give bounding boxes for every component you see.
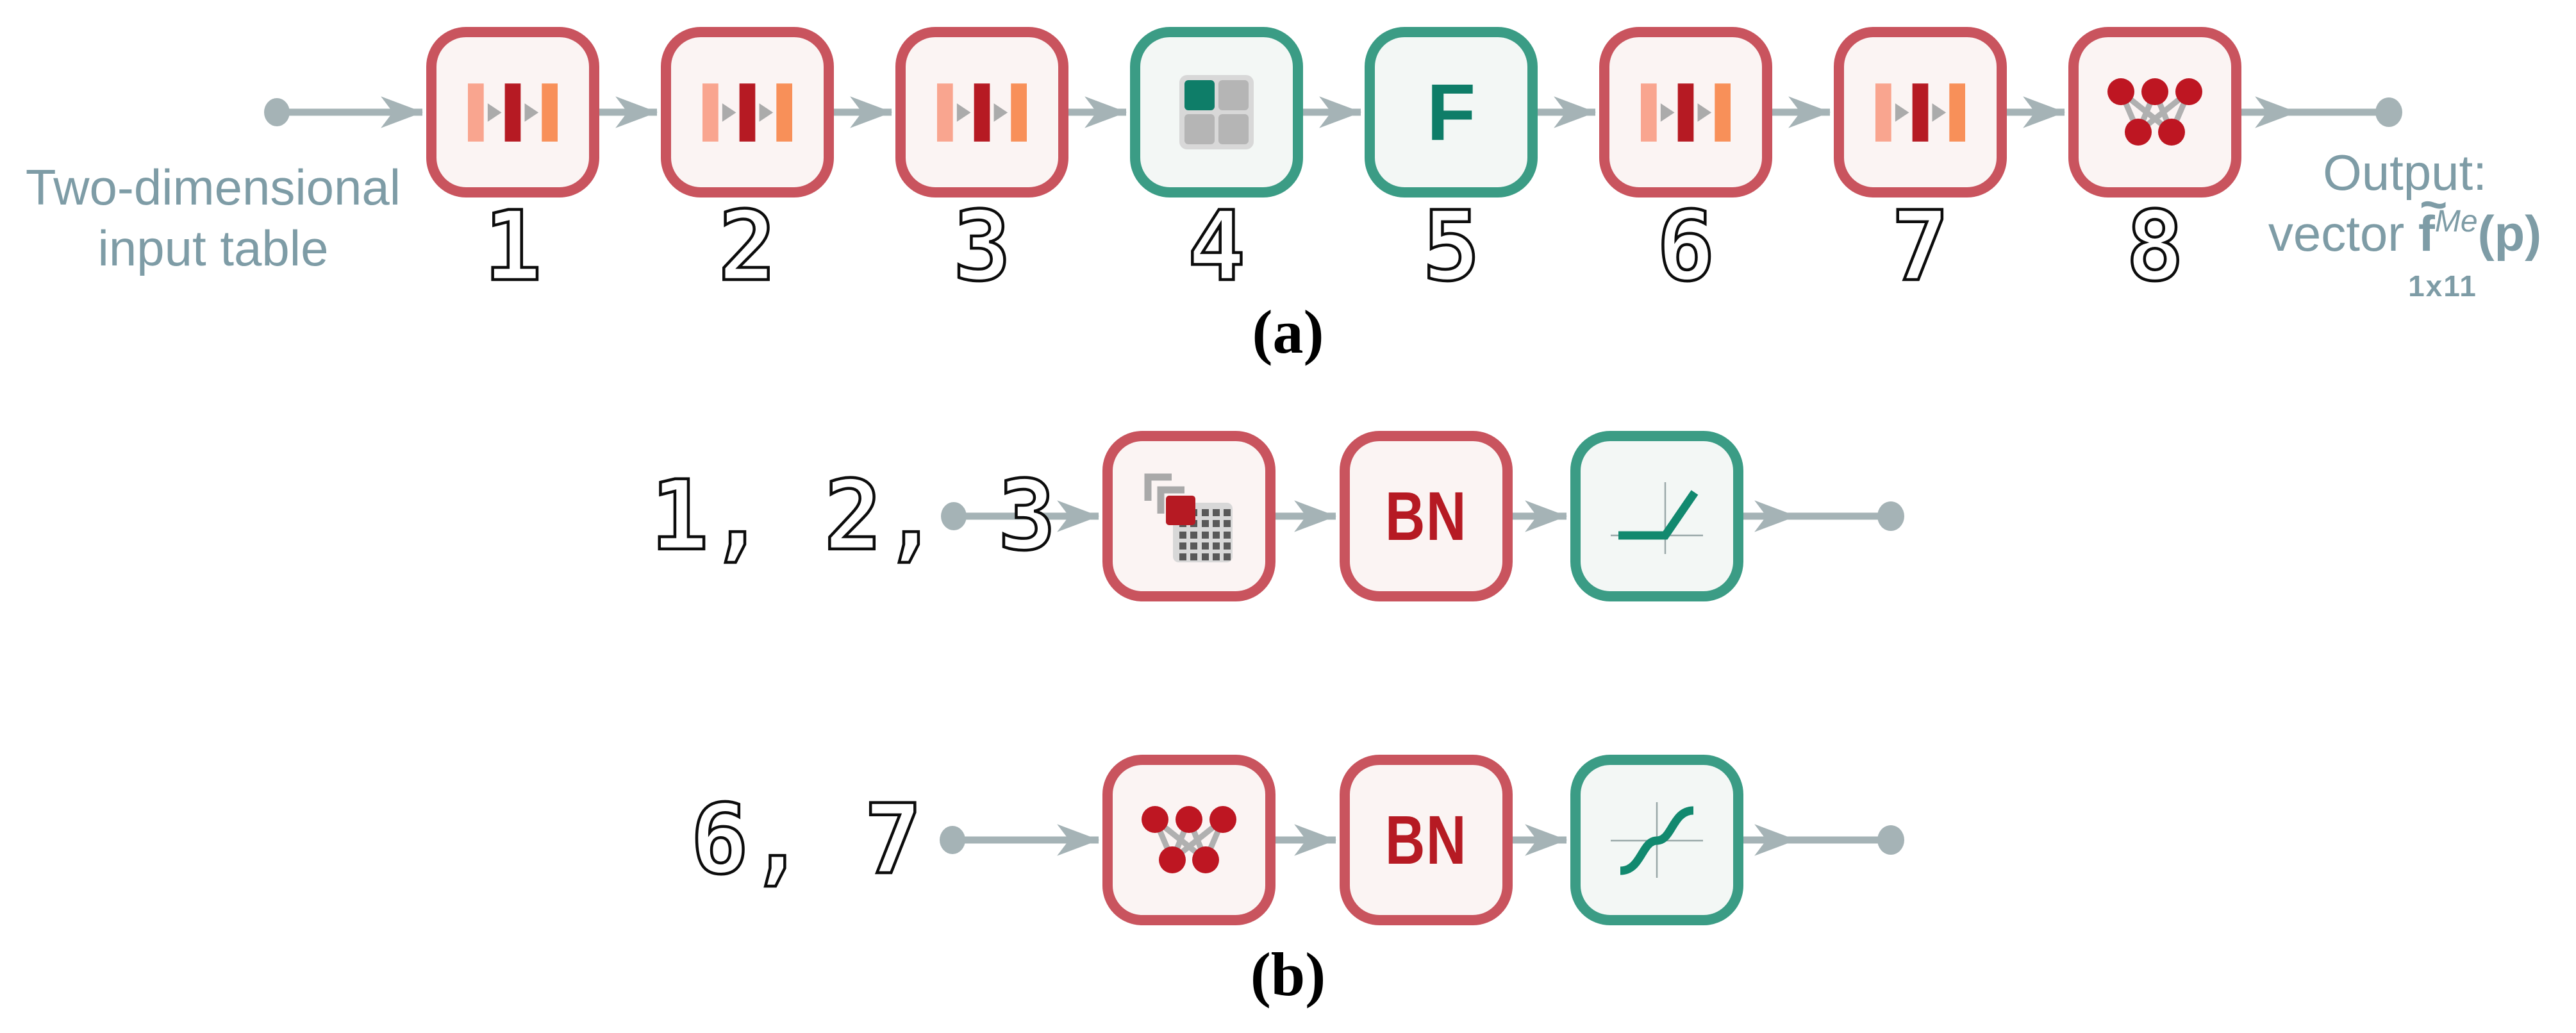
conv-bars-icon <box>1641 83 1731 142</box>
step-number-5: 5 <box>1421 191 1482 303</box>
batchnorm-label: BN <box>1385 477 1467 555</box>
b2-ref-label: 6, 7 <box>689 784 924 896</box>
flatten-letter: F <box>1426 67 1476 157</box>
output-label: Output: vector f~Me(p) 1x11 <box>2238 142 2572 301</box>
tilde-accent: ~ <box>2419 178 2448 231</box>
batchnorm-label: BN <box>1385 801 1467 878</box>
caption-b: (b) <box>1250 940 1326 1009</box>
dense-network-icon <box>1142 806 1236 873</box>
step-number-8: 8 <box>2125 191 2186 303</box>
b1-ref-label: 1, 2, 3 <box>649 460 1058 572</box>
output-superscript: Me <box>2434 205 2478 239</box>
conv-bars-icon <box>937 83 1027 142</box>
b1-node-relu-activation <box>1570 431 1743 601</box>
b1-node-batchnorm: BN <box>1340 431 1513 601</box>
relu-curve-icon <box>1611 482 1703 554</box>
b1-end-dot <box>1877 501 1904 531</box>
output-formula: vector f~Me(p) <box>2238 178 2572 271</box>
pooling-grid-icon <box>1179 75 1254 149</box>
node-step-5-flatten: F <box>1365 27 1538 197</box>
dense-network-icon <box>2107 78 2202 146</box>
node-step-1-conv <box>426 27 599 197</box>
node-step-7-conv <box>1834 27 2007 197</box>
b1-node-conv2d <box>1102 431 1276 601</box>
output-subscript: 1x11 <box>2408 269 2477 303</box>
step-number-6: 6 <box>1656 191 1716 303</box>
sigmoid-curve-icon <box>1611 802 1703 878</box>
step-number-7: 7 <box>1890 191 1951 303</box>
input-label: Two-dimensional input table <box>6 157 420 279</box>
input-label-line1: Two-dimensional <box>25 159 401 215</box>
node-step-6-conv <box>1599 27 1772 197</box>
step-number-1: 1 <box>483 191 544 303</box>
conv-bars-icon <box>702 83 792 142</box>
caption-a: (a) <box>1252 298 1324 366</box>
node-step-8-dense <box>2068 27 2241 197</box>
step-number-4: 4 <box>1186 191 1247 303</box>
output-f-symbol: f~ <box>2418 178 2447 264</box>
conv2d-grid-icon <box>1144 473 1233 562</box>
b2-node-batchnorm: BN <box>1340 755 1513 925</box>
step-number-2: 2 <box>717 191 778 303</box>
output-argument: (p) <box>2477 205 2542 262</box>
conv-bars-icon <box>468 83 558 142</box>
step-number-3: 3 <box>952 191 1013 303</box>
b2-end-dot <box>1877 825 1904 855</box>
output-terminal-dot <box>2375 97 2402 127</box>
input-label-line2: input table <box>97 220 329 276</box>
output-label-line1: Output: <box>2323 144 2487 201</box>
b2-node-sigmoid-activation <box>1570 755 1743 925</box>
node-step-3-conv <box>895 27 1068 197</box>
conv-bars-icon <box>1875 83 1965 142</box>
b2-node-dense <box>1102 755 1276 925</box>
node-step-2-conv <box>661 27 834 197</box>
node-step-4-pooling <box>1130 27 1303 197</box>
output-vector-word: vector <box>2268 205 2405 262</box>
